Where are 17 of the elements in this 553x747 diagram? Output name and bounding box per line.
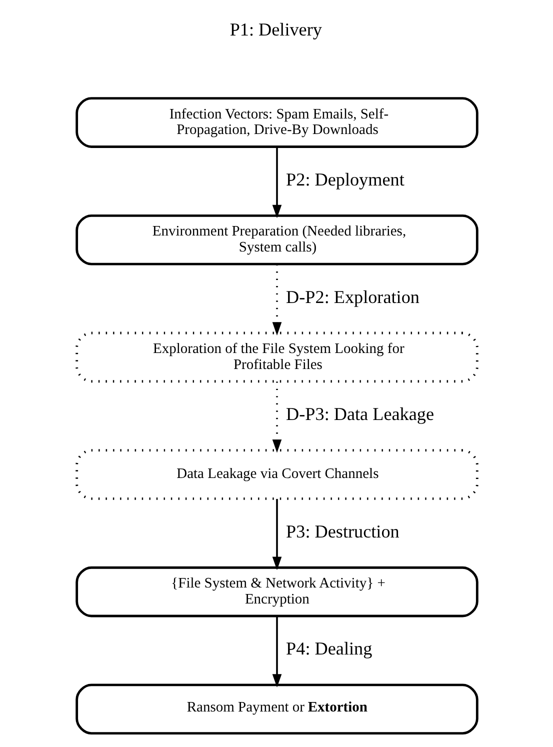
node-label: P1: Delivery xyxy=(229,19,322,40)
node-box: Infection Vectors: Spam Emails, Self-Propagation, Drive-By Downloads xyxy=(75,97,478,148)
edge-label: P4: Dealing xyxy=(286,638,372,659)
edge-label: P2: Deployment xyxy=(286,169,404,190)
arrow xyxy=(272,498,282,570)
edge-label: D-P3: Data Leakage xyxy=(286,404,434,424)
node-box: Data Leakage via Covert Channels xyxy=(75,449,478,500)
arrow xyxy=(272,264,282,336)
node-box: Ransom Payment or Extortion xyxy=(75,684,478,735)
edge-label: D-P2: Exploration xyxy=(286,286,419,307)
node-box: {File System & Network Activity} + Encryption xyxy=(75,566,478,618)
arrow xyxy=(272,382,282,453)
node-box: Exploration of the File System Looking for Profitable Files xyxy=(75,332,478,383)
node-box: Environment Preparation (Needed libraries, System calls) xyxy=(75,214,478,266)
arrow xyxy=(272,616,282,688)
arrow xyxy=(272,147,282,218)
edge-label: P3: Destruction xyxy=(286,521,399,542)
